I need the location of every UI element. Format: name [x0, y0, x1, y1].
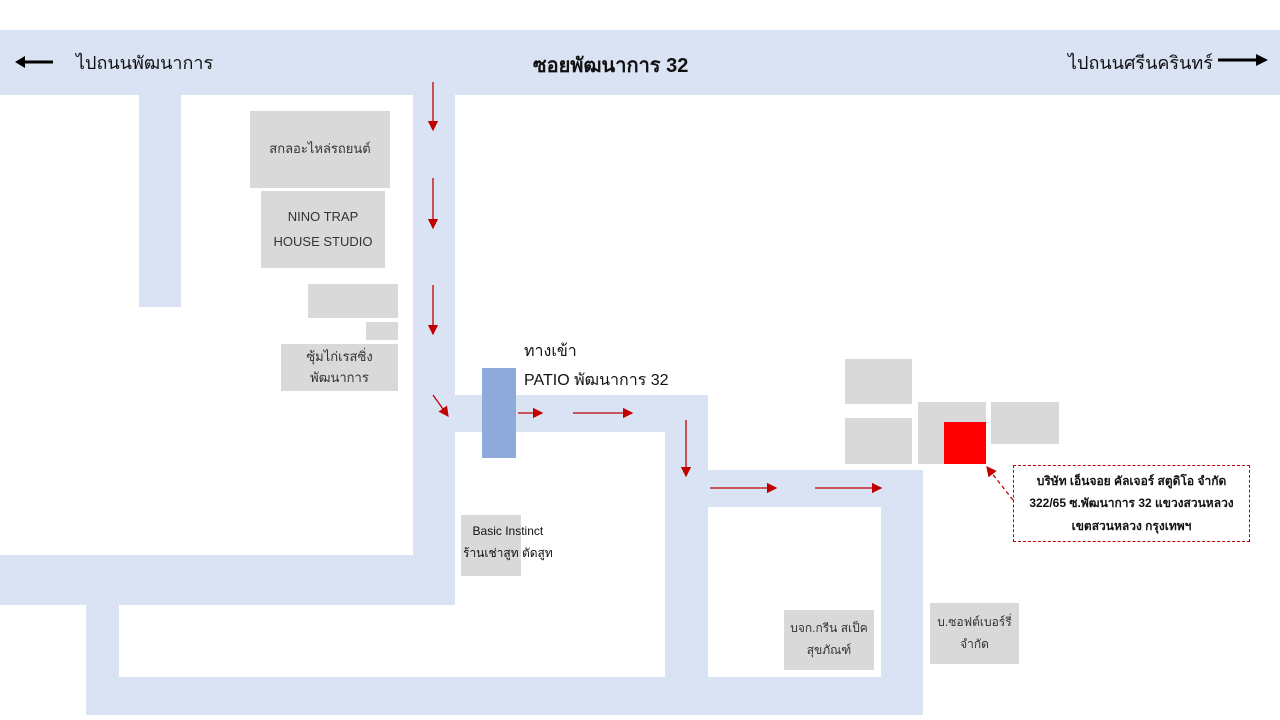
main-road-patthanakan-32: [0, 30, 1280, 95]
patio-road-right-vertical: [881, 470, 923, 700]
entrance-label-line1: ทางเข้า: [524, 343, 577, 360]
right-arrow-icon: [1218, 54, 1268, 66]
building-east-4: [991, 402, 1059, 444]
building-east-2: [845, 418, 912, 464]
patio-entrance-gate: [482, 368, 516, 458]
destination-marker: [944, 422, 986, 464]
left-direction-label: ไปถนนพัฒนาการ: [76, 48, 213, 77]
building-basic-instinct: [461, 515, 521, 576]
building-chicken-racing: ซุ้มไก่เรสซิ่ง พัฒนาการ: [281, 344, 398, 391]
right-direction-text: ไปถนนศรีนครินทร์: [1068, 53, 1213, 73]
right-direction-label: ไปถนนศรีนครินทร์: [1068, 48, 1213, 77]
left-arrow-icon: [15, 56, 53, 68]
destination-callout: บริษัท เอ็นจอย คัลเจอร์ สตูดิโอ จำกัด 32…: [1013, 465, 1250, 542]
building-small-1: [308, 284, 398, 318]
main-road-name: ซอยพัฒนาการ 32: [533, 55, 689, 77]
patio-road-upper: [413, 395, 708, 432]
building-nino-studio: NINO TRAP HOUSE STUDIO: [261, 191, 385, 268]
route-arrow-4: [432, 394, 449, 418]
building-small-2: [366, 322, 398, 340]
destination-company-name: บริษัท เอ็นจอย คัลเจอร์ สตูดิโอ จำกัด: [1036, 474, 1227, 489]
destination-address-line1: 322/65 ซ.พัฒนาการ 32 แขวงสวนหลวง: [1029, 496, 1234, 511]
side-road-main-vertical: [413, 95, 455, 605]
bottom-road-horizontal: [0, 555, 455, 605]
bottom-road-lower: [86, 677, 923, 715]
left-direction-text: ไปถนนพัฒนาการ: [76, 53, 214, 73]
building-parts-shop: สกลอะไหล่รถยนต์: [250, 111, 390, 188]
building-green-spec: บจก.กรีน สเป็ค สุขภัณฑ์: [784, 610, 874, 670]
destination-address-line2: เขตสวนหลวง กรุงเทพฯ: [1071, 518, 1192, 533]
building-east-1: [845, 359, 912, 404]
side-road-west: [139, 95, 181, 307]
callout-pointer: [986, 465, 1014, 501]
basic-instinct-label: Basic Instinct ร้านเช่าสูท ตัดสูท: [463, 524, 553, 560]
entrance-label-line2: PATIO พัฒนาการ 32: [524, 372, 669, 389]
building-softberry: บ.ซอฟต์เบอร์รี่ จำกัด: [930, 603, 1019, 664]
